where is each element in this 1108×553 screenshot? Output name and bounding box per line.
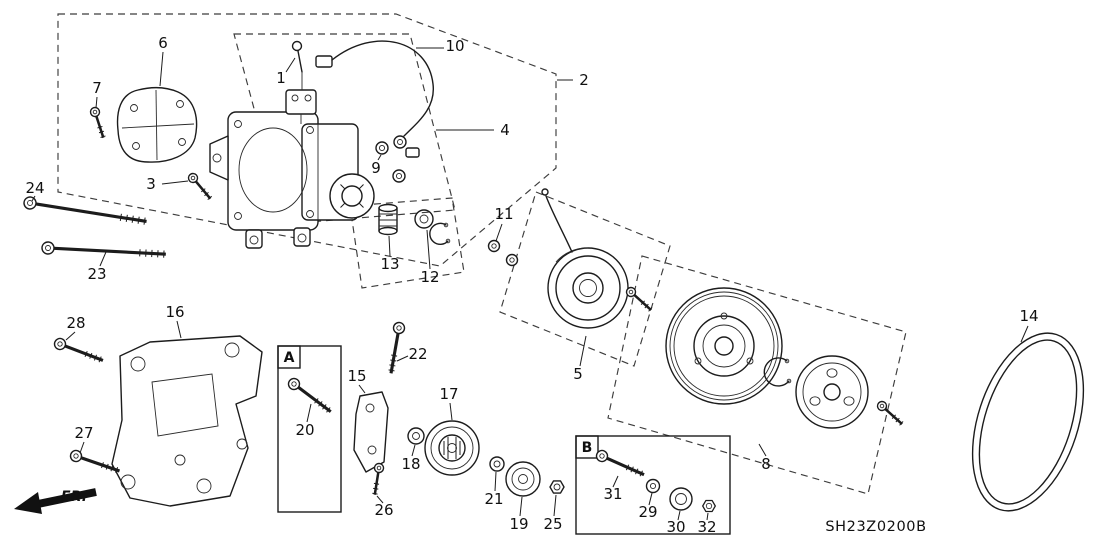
callout-32: 32: [697, 518, 716, 536]
callout-2: 2: [579, 71, 589, 89]
callout-12: 12: [420, 268, 439, 286]
callout-28: 28: [66, 314, 85, 332]
callout-13: 13: [380, 255, 399, 273]
part-10-harness: [315, 40, 434, 158]
part-17-idler-pulley: [424, 420, 480, 476]
part-32-nut: [702, 499, 716, 513]
callout-29: 29: [638, 503, 657, 521]
diagram-code: SH23Z0200B: [825, 519, 926, 535]
part-6-cover-plate: [116, 86, 198, 163]
callout-31: 31: [603, 485, 622, 503]
callout-4: 4: [500, 121, 510, 139]
part-14-drive-belt: [971, 332, 1085, 512]
callout-3: 3: [146, 175, 156, 193]
detail-box-b: B: [575, 435, 731, 535]
callout-11: 11: [494, 205, 513, 223]
group-box-clutch-set: [607, 255, 907, 495]
detail-box-a: A: [277, 345, 342, 513]
callout-8: 8: [761, 455, 771, 473]
part-19-pulley-cover: [505, 461, 541, 497]
callout-1: 1: [276, 69, 286, 87]
part-12-washer-snapring: [414, 209, 451, 246]
callout-23: 23: [87, 265, 106, 283]
callout-6: 6: [158, 34, 168, 52]
callout-19: 19: [509, 515, 528, 533]
callout-21: 21: [484, 490, 503, 508]
callout-14: 14: [1019, 307, 1038, 325]
detail-a-label: A: [284, 350, 295, 366]
part-25-nut: [549, 480, 565, 494]
part-13-spring: [378, 203, 398, 236]
front-direction-arrow: FR.: [14, 488, 97, 514]
callout-24: 24: [25, 179, 44, 197]
front-label: FR.: [61, 489, 87, 505]
compressor-body: [209, 89, 375, 249]
part-21-washer: [489, 456, 505, 472]
callout-17: 17: [439, 385, 458, 403]
part-8-rotor-pulley: [665, 287, 783, 405]
leader-lines: [31, 47, 1029, 521]
group-box-compressor-assembly: [57, 13, 557, 267]
clutch-snap-ring: [763, 357, 792, 387]
group-box-field-coil: [499, 191, 671, 367]
callout-22: 22: [408, 345, 427, 363]
part-18-collar: [407, 427, 425, 445]
part-9-o-rings: [375, 141, 406, 183]
callout-9: 9: [371, 159, 381, 177]
detail-b-label: B: [582, 440, 593, 456]
callout-27: 27: [74, 424, 93, 442]
callout-30: 30: [666, 518, 685, 536]
part-1-valve: [291, 40, 303, 90]
callout-7: 7: [92, 79, 102, 97]
callout-15: 15: [347, 367, 366, 385]
callout-25: 25: [543, 515, 562, 533]
clutch-pressure-plate: [795, 355, 869, 429]
callout-5: 5: [573, 365, 583, 383]
callout-16: 16: [165, 303, 184, 321]
callout-26: 26: [374, 501, 393, 519]
part-11-nuts: [487, 239, 519, 267]
part-15-adjust-plate: [353, 391, 389, 473]
callout-18: 18: [401, 455, 420, 473]
callout-10: 10: [445, 37, 464, 55]
part-16-mounting-bracket: [111, 335, 263, 507]
callout-20: 20: [295, 421, 314, 439]
part-30-ring: [669, 487, 693, 511]
part-29-washer: [645, 478, 661, 494]
